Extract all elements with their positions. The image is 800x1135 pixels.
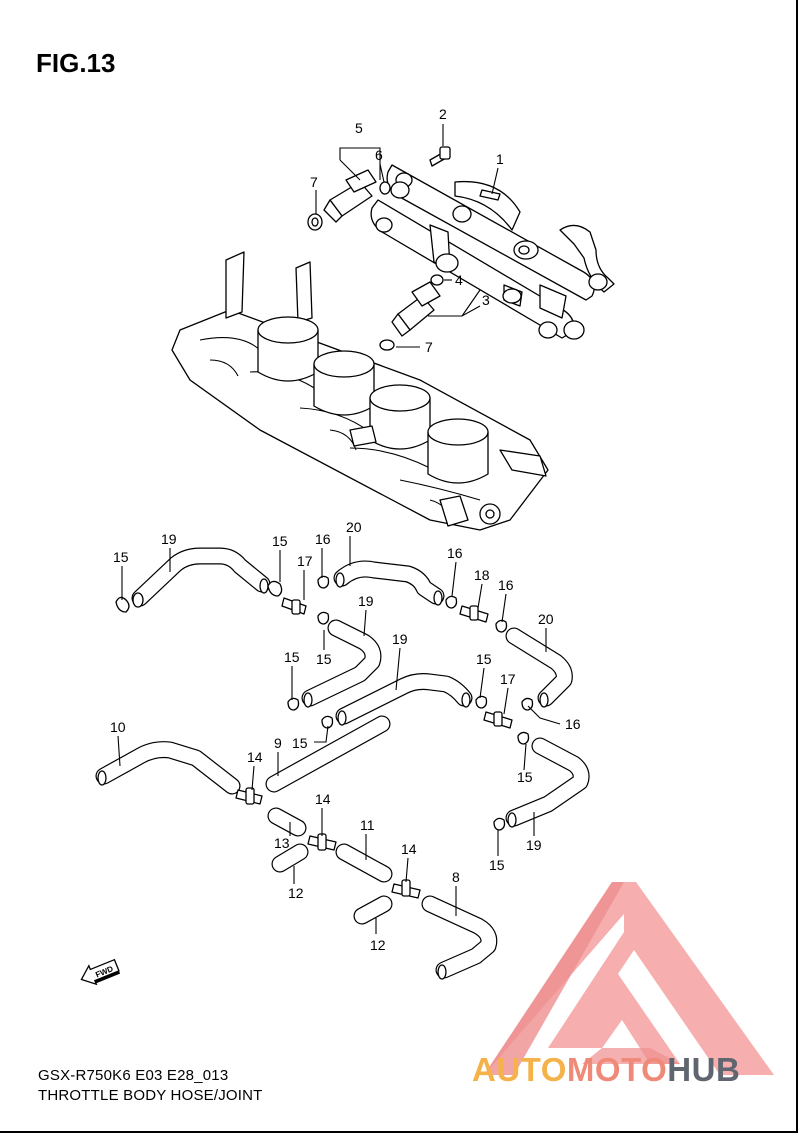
callout-8: 8 — [452, 869, 460, 885]
callout-12-b: 12 — [370, 937, 386, 953]
callout-15-e: 15 — [292, 735, 308, 751]
callout-9: 9 — [274, 735, 282, 751]
callout-15-h: 15 — [489, 857, 505, 873]
leader-lines — [117, 147, 561, 934]
callout-16-b: 16 — [447, 545, 463, 561]
throttle-body-assembly — [171, 251, 549, 531]
callout-14-c: 14 — [401, 841, 417, 857]
callout-19-a: 19 — [161, 531, 177, 547]
callout-12-a: 12 — [288, 885, 304, 901]
callout-15-c: 15 — [316, 651, 332, 667]
hoses — [95, 547, 590, 980]
callout-10: 10 — [110, 719, 126, 735]
callout-7-lower: 7 — [425, 339, 433, 355]
injector-lower — [379, 274, 444, 351]
callout-16-d: 16 — [565, 716, 581, 732]
callout-3: 3 — [482, 292, 490, 308]
watermark-logo-icon — [484, 882, 774, 1075]
callout-16-c: 16 — [498, 577, 514, 593]
fwd-arrow-icon: FWD — [80, 958, 121, 986]
callout-15-f: 15 — [476, 651, 492, 667]
callout-19-c: 19 — [392, 631, 408, 647]
figure-title: FIG.13 — [36, 48, 116, 78]
callout-16-a: 16 — [315, 531, 331, 547]
bolt — [429, 124, 451, 167]
brand-part-hub: HUB — [667, 1051, 741, 1088]
callout-14-b: 14 — [315, 791, 331, 807]
injector-upper — [307, 169, 391, 231]
callout-5: 5 — [355, 120, 363, 136]
joints — [235, 597, 513, 899]
callout-15-a: 15 — [113, 549, 129, 565]
callout-11: 11 — [360, 817, 375, 833]
watermark-brand: AUTOMOTOHUB — [472, 1051, 740, 1089]
callout-19-b: 19 — [358, 593, 374, 609]
callout-18: 18 — [474, 567, 490, 583]
callout-17-b: 17 — [500, 671, 516, 687]
fuel-rail — [370, 164, 615, 340]
callout-15-b: 15 — [272, 533, 288, 549]
callout-20-a: 20 — [346, 519, 362, 535]
callout-numbers: 1 2 3 4 5 6 7 7 8 9 10 11 12 12 13 14 14… — [110, 106, 581, 953]
callout-13: 13 — [274, 835, 290, 851]
callout-17-a: 17 — [297, 553, 313, 569]
callout-2: 2 — [439, 106, 447, 122]
callout-19-d: 19 — [526, 837, 542, 853]
callout-15-d: 15 — [284, 649, 300, 665]
model-code: GSX-R750K6 E03 E28_013 — [38, 1067, 229, 1084]
callout-14-a: 14 — [247, 749, 263, 765]
callout-6: 6 — [375, 147, 383, 163]
callout-7-upper: 7 — [310, 174, 318, 190]
callout-4: 4 — [455, 272, 463, 288]
brand-part-moto: MOTO — [566, 1051, 668, 1088]
callout-1: 1 — [496, 151, 504, 167]
callout-15-g: 15 — [517, 769, 533, 785]
callout-20-b: 20 — [538, 611, 554, 627]
figure-caption: THROTTLE BODY HOSE/JOINT — [38, 1087, 263, 1104]
brand-part-auto: AUTO — [472, 1051, 567, 1088]
